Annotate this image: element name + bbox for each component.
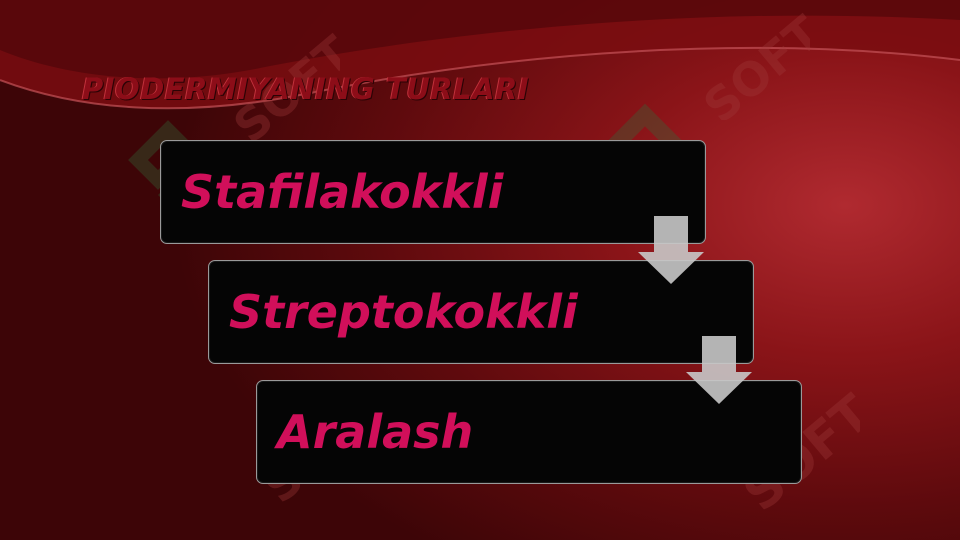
item-label: Streptokokkli [229, 285, 578, 339]
item-box-stafilakokkli: Stafilakokkli [160, 140, 706, 244]
item-label: Stafilakokkli [181, 165, 504, 219]
down-arrow-icon [638, 216, 704, 284]
down-arrow-icon [686, 336, 752, 404]
item-label: Aralash [277, 405, 474, 459]
watermark-text-icon: SOFT [223, 30, 340, 140]
item-box-aralash: Aralash [256, 380, 802, 484]
watermark-text-icon: SOFT [693, 10, 810, 120]
watermark-text: SOFT [693, 10, 810, 120]
item-box-streptokokkli: Streptokokkli [208, 260, 754, 364]
slide-title: PIODERMIYANING TURLARI [82, 72, 530, 106]
